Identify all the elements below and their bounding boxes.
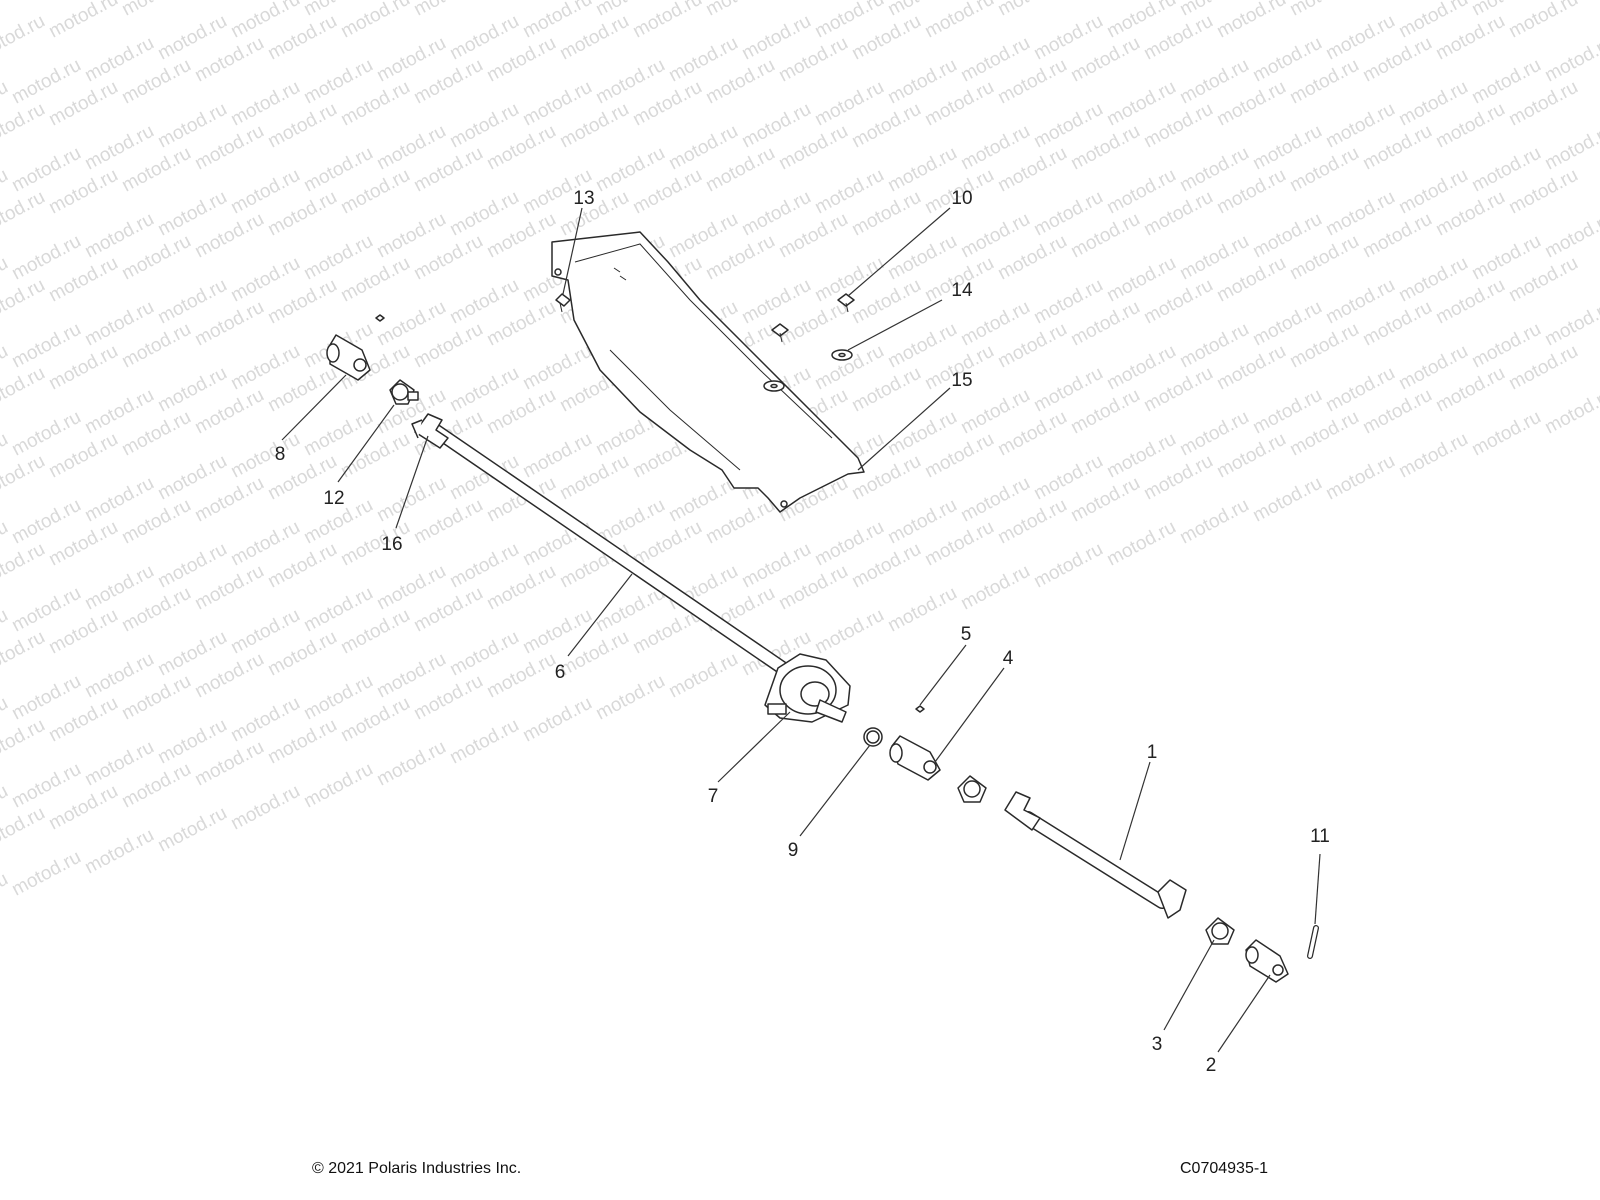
watermark-text: motod.ru	[702, 0, 778, 20]
bolt-10	[837, 293, 855, 313]
watermark-text: motod.ru	[0, 869, 12, 923]
watermark-text: motod.ru	[0, 363, 49, 417]
leader-3	[1163, 939, 1215, 1031]
leader-7	[717, 711, 791, 783]
leader-13	[562, 207, 583, 295]
watermark-text: motod.ru	[0, 539, 49, 593]
washer-unlabeled	[763, 380, 785, 392]
watermark-text: motod.ru	[410, 0, 486, 20]
roll-pin-11	[1307, 925, 1319, 959]
watermark-text: motod.ru	[1030, 539, 1106, 593]
grease-fitting-5	[915, 705, 925, 713]
watermark-text: motod.ru	[0, 451, 49, 505]
callout-4: 4	[1003, 648, 1014, 669]
watermark-text: motod.ru	[519, 693, 595, 747]
copyright-notice: © 2021 Polaris Industries Inc.	[312, 1160, 522, 1177]
yoke-8	[326, 314, 385, 381]
watermark-text: motod.ru	[1468, 407, 1544, 461]
yoke-2	[1245, 939, 1289, 983]
bolt-13	[555, 293, 571, 313]
watermark-text: motod.ru	[1103, 517, 1179, 571]
watermark-text: motod.ru	[154, 803, 230, 857]
drive-shaft-main	[411, 413, 807, 687]
diagram-id: C0704935-1	[1180, 1160, 1269, 1177]
washer-14	[831, 349, 853, 361]
u-joint-12	[389, 379, 419, 405]
leader-6	[567, 573, 633, 657]
watermark-text: motod.ru	[227, 781, 303, 835]
leader-16	[395, 435, 429, 529]
leader-2	[1217, 974, 1271, 1053]
watermark-text: motod.ru	[0, 187, 49, 241]
watermark-text: motod.ru	[811, 605, 887, 659]
callout-13: 13	[573, 188, 594, 209]
watermark-text: motod.ru	[1505, 0, 1581, 42]
watermark-text: motod.ru	[0, 627, 49, 681]
watermark-text: motod.ru	[0, 99, 49, 153]
callout-2: 2	[1206, 1055, 1217, 1076]
watermark-text: motod.ru	[446, 715, 522, 769]
callout-6: 6	[555, 662, 566, 683]
callout-5: 5	[961, 624, 972, 645]
leader-8	[281, 374, 347, 441]
watermark-text: motod.ru	[592, 671, 668, 725]
leader-lines	[281, 207, 1321, 1053]
watermark-text: motod.ru	[0, 11, 49, 65]
watermark-text: motod.ru	[1286, 0, 1362, 20]
watermark-text: motod.ru	[884, 583, 960, 637]
callout-14: 14	[951, 280, 973, 301]
watermark-text: motod.ru	[1395, 429, 1471, 483]
watermark-text: motod.ru	[1322, 451, 1398, 505]
bolt-unlabeled	[771, 323, 789, 343]
watermark-text: motod.ru	[0, 275, 49, 329]
leader-9	[799, 744, 871, 837]
driveshaft-cover	[551, 231, 865, 513]
leader-1	[1119, 761, 1151, 861]
leader-4	[934, 667, 1005, 763]
leader-12	[337, 404, 395, 483]
callout-1: 1	[1147, 742, 1158, 763]
watermark-text: motod.ru	[957, 561, 1033, 615]
leader-11	[1314, 853, 1321, 925]
callout-labels: 1 2 3 4 5 6 7 8 9 10 11 12 13 14 15 16	[275, 188, 1330, 1076]
watermark-text: motod.ru	[1213, 0, 1289, 42]
callout-15: 15	[951, 370, 972, 391]
watermark-text: motod.ru	[373, 737, 449, 791]
watermark-text: motod.ru	[665, 649, 741, 703]
watermark-text: motod.ru	[0, 0, 13, 20]
callout-16: 16	[381, 534, 402, 555]
callout-9: 9	[788, 840, 799, 861]
leader-15	[857, 387, 951, 471]
watermark-text: motod.ru	[629, 0, 705, 42]
callout-8: 8	[275, 444, 286, 465]
snap-ring-9	[863, 727, 883, 747]
watermark-text: motod.ru	[0, 715, 49, 769]
watermark-text: motod.ru	[81, 825, 157, 879]
callout-11: 11	[1310, 826, 1330, 847]
leader-5	[919, 644, 967, 706]
callout-12: 12	[323, 488, 344, 509]
callout-10: 10	[951, 188, 972, 209]
prop-shaft-1	[1004, 791, 1187, 919]
watermark-text: motod.ru	[1249, 473, 1325, 527]
u-joint-3	[1205, 917, 1235, 945]
watermark-text: motod.ru	[0, 803, 49, 857]
callout-7: 7	[708, 786, 719, 807]
callout-3: 3	[1152, 1034, 1163, 1055]
leader-14	[847, 299, 943, 351]
yoke-4	[889, 735, 941, 781]
watermark-text: motod.ru	[1541, 385, 1600, 439]
watermark-text: motod.ru	[8, 847, 84, 901]
carrier-bearing	[764, 653, 851, 723]
watermark-text: motod.ru	[337, 0, 413, 42]
watermark-text: motod.ru	[921, 0, 997, 42]
watermark-text: motod.ru	[300, 759, 376, 813]
watermark-text: motod.ru	[118, 0, 194, 20]
leader-10	[847, 207, 951, 297]
watermark-text: motod.ru	[994, 0, 1070, 20]
watermark-text: motod.ru	[45, 0, 121, 42]
u-joint-middle	[957, 775, 987, 803]
watermark-text: motod.ru	[1176, 495, 1252, 549]
